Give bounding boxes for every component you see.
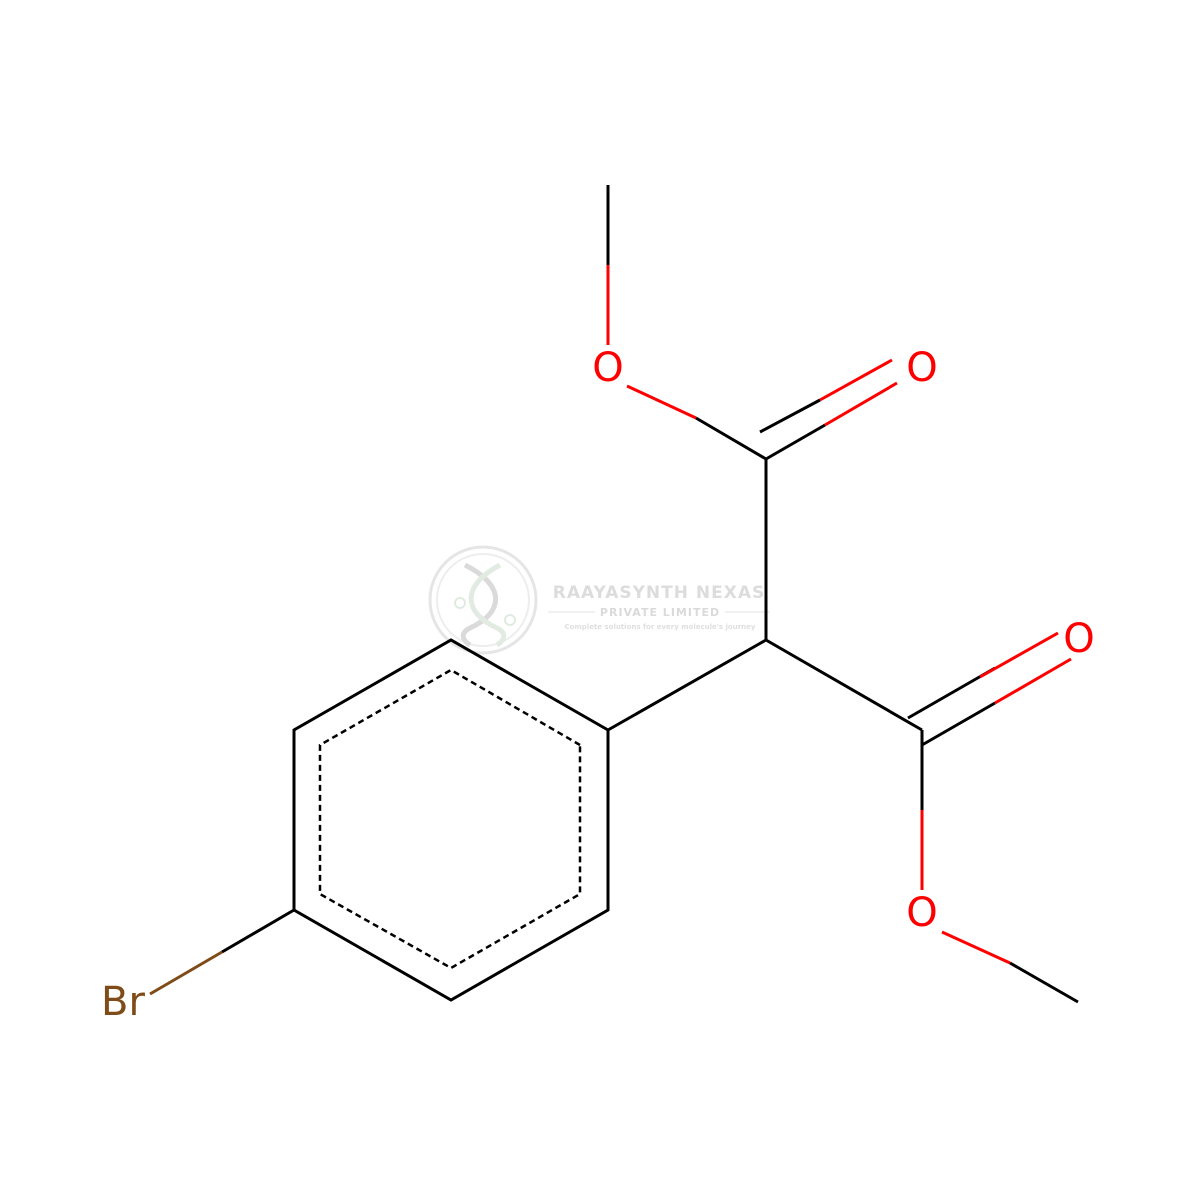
bond-ring-br [221,908,295,954]
atom-br: Br [101,979,145,1025]
atom-o-lower-ether: O [906,890,937,936]
bond-lower-carbonyl-b [921,701,996,747]
bond-upper-carbonyl-a [765,423,826,461]
watermark: RAAYASYNTH NEXAS PRIVATE LIMITED Complet… [428,545,770,655]
atom-o-upper-carbonyl: O [906,345,937,391]
bond-ch-c-lower [765,638,923,732]
bond-ring-br-2 [149,950,223,996]
watermark-subtitle: PRIVATE LIMITED [600,606,720,619]
bond-upper-o-c-2 [695,416,767,461]
bond-upper-o-c [626,384,697,420]
watermark-tagline: Complete solutions for every molecule's … [565,623,756,631]
bond-lower-carbonyl-a2 [979,631,1059,679]
watermark-company: RAAYASYNTH NEXAS [553,583,766,603]
bond-lower-carbonyl-b2 [994,657,1072,705]
atom-o-upper-ether: O [592,345,623,391]
atom-labels: O O O O Br [101,345,1095,1025]
bond-upper-carbonyl-a2 [824,381,898,427]
bond-ch-ring [607,638,767,732]
bond-upper-carbonyl-b [759,398,821,434]
bond-lower-o-methyl [941,930,1011,965]
atom-o-lower-carbonyl: O [1063,616,1094,662]
bond-lower-o-methyl-2 [1009,961,1079,1004]
dna-helix-logo-icon [428,545,538,655]
bonds [149,185,1079,1004]
bond-upper-carbonyl-b2 [819,358,893,402]
